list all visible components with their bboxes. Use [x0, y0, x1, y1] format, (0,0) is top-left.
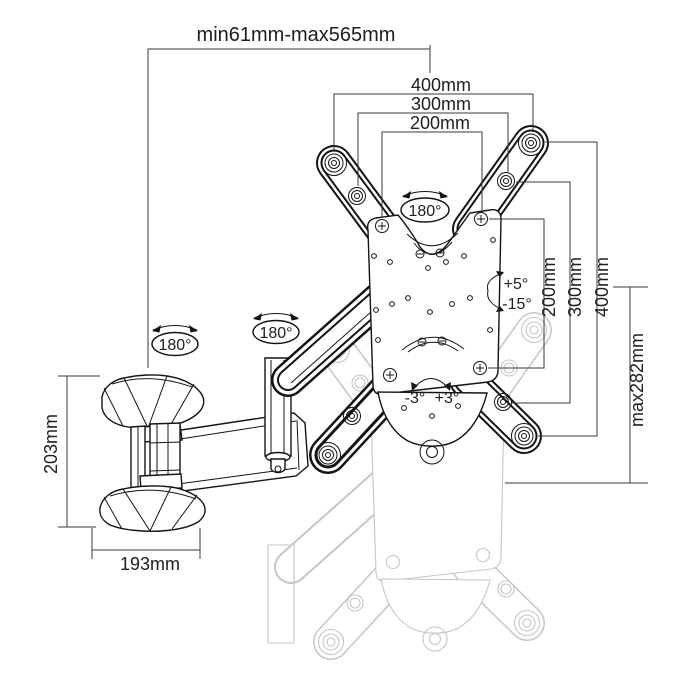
dim-wall-bracket-width: 193mm	[91, 528, 201, 574]
swivel-arm-label: 180°	[259, 325, 292, 342]
dim-wall-bracket-height: 203mm	[41, 375, 100, 528]
wall-bracket-height-label: 203mm	[41, 414, 61, 474]
vesa-width-400-label: 400mm	[411, 75, 471, 95]
vesa-arm-bottom-right	[449, 362, 542, 454]
dim-vesa-height-300: 300mm	[512, 181, 585, 404]
tilt-annotation: +5° -15°	[486, 271, 532, 313]
vesa-height-200-label: 200mm	[539, 257, 559, 317]
ghost-arm-bottom-left	[313, 557, 411, 660]
plate-screw	[417, 336, 447, 347]
level-adjust-annotation: -3° +3°	[405, 378, 460, 407]
vesa-width-200-label: 200mm	[410, 113, 470, 133]
plate-screw	[415, 248, 445, 259]
tilt-down-label: -15°	[502, 296, 532, 313]
dimension-annotations: min61mm-max565mm 400mm 300mm 200mm 200mm…	[41, 24, 648, 574]
dim-vesa-width-300: 300mm	[357, 94, 509, 186]
extension-range-label: min61mm-max565mm	[197, 24, 396, 46]
dim-vesa-height-400: 400mm	[538, 141, 612, 437]
dim-vesa-height-200: 200mm	[488, 218, 559, 369]
dim-extension-range: min61mm-max565mm	[147, 24, 431, 368]
dim-vesa-width-400: 400mm	[333, 75, 534, 152]
vesa-plate	[366, 208, 502, 465]
wall-bracket-top-knob	[101, 374, 205, 429]
plate-hole-pattern	[371, 237, 496, 419]
dim-height-adjustment: max282mm	[505, 286, 648, 484]
swivel-plate-annotation: 180°	[400, 191, 450, 223]
wall-bracket-width-label: 193mm	[120, 554, 180, 574]
dim-vesa-width-200: 200mm	[381, 113, 483, 218]
swivel-wall-annotation: 180°	[151, 325, 199, 357]
height-adjustment-label: max282mm	[627, 333, 647, 427]
vesa-width-300-label: 300mm	[411, 94, 471, 114]
vesa-height-300-label: 300mm	[565, 257, 585, 317]
wall-bracket-bottom-knob	[99, 485, 206, 532]
tilt-up-label: +5°	[504, 276, 529, 293]
vesa-height-400-label: 400mm	[592, 257, 612, 317]
plate-corner-screws	[375, 212, 488, 382]
level-plus-label: +3°	[435, 390, 460, 407]
swivel-wall-label: 180°	[158, 337, 191, 354]
level-minus-label: -3°	[405, 390, 426, 407]
ghost-arm-bottom-right	[452, 549, 545, 641]
wall-bracket	[99, 374, 206, 532]
swivel-arm-annotation: 180°	[252, 313, 300, 345]
swivel-plate-label: 180°	[408, 203, 441, 220]
angle-annotations: 180° 180° 180° +5° -15° -3°	[151, 191, 532, 407]
